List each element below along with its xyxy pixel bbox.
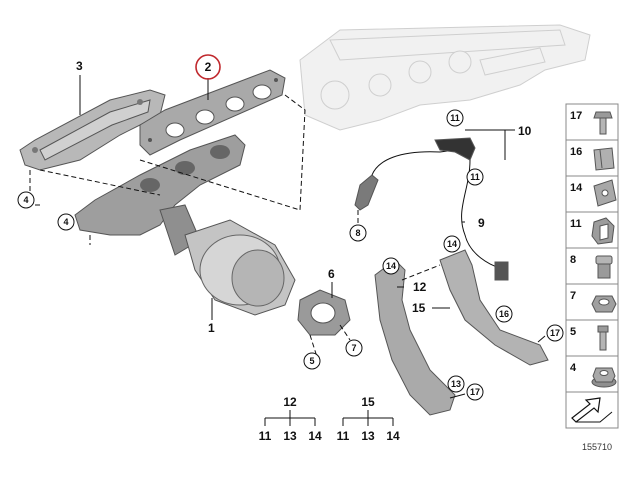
sidebar-item-17[interactable]: 17 [565, 103, 619, 141]
kit-child: 13 [361, 429, 375, 443]
kit-tree-15: 15 11 13 14 [337, 395, 400, 443]
circled-callout-11a: 11 [446, 109, 464, 127]
callout-6: 6 [328, 267, 335, 281]
leader-lines [79, 75, 546, 399]
svg-text:17: 17 [570, 110, 582, 122]
circled-callout-13: 13 [447, 375, 465, 393]
highlight-ring [195, 54, 221, 80]
kit-child: 14 [386, 429, 400, 443]
plug-icon [595, 255, 613, 279]
bracket-part [374, 249, 549, 416]
sidebar-item-arrow[interactable] [565, 391, 619, 429]
arrow-icon [571, 397, 613, 423]
svg-text:11: 11 [470, 172, 480, 182]
svg-text:16: 16 [570, 146, 582, 158]
callout-12: 12 [413, 280, 427, 294]
sidebar-item-14[interactable]: 14 [565, 175, 619, 213]
circled-callout-14a: 14 [443, 235, 461, 253]
svg-text:7: 7 [351, 343, 356, 353]
svg-text:16: 16 [499, 309, 509, 319]
spring-nut-icon [593, 179, 617, 207]
diagram-id: 155710 [582, 442, 612, 452]
svg-text:14: 14 [447, 239, 457, 249]
svg-text:14: 14 [570, 182, 583, 194]
exhaust-manifold-catalyst-part [74, 134, 296, 316]
kit-parent-15: 15 [361, 395, 375, 409]
svg-text:17: 17 [470, 387, 480, 397]
kit-tree-12: 12 11 13 14 [259, 395, 322, 443]
circled-callout-7: 7 [345, 339, 363, 357]
sidebar-item-8[interactable]: 8 [565, 247, 619, 285]
kit-child: 11 [259, 429, 272, 443]
svg-text:8: 8 [570, 254, 576, 266]
clip-icon [593, 147, 615, 171]
sidebar-item-4[interactable]: 4 [565, 355, 619, 393]
svg-text:17: 17 [550, 328, 560, 338]
callout-1: 1 [208, 321, 215, 335]
bolt-icon [593, 111, 613, 135]
heat-shield-part [19, 89, 166, 171]
svg-text:11: 11 [570, 218, 582, 230]
hex-nut-icon [591, 295, 617, 313]
kit-child: 13 [283, 429, 297, 443]
callout-10: 10 [518, 124, 532, 138]
svg-text:11: 11 [450, 113, 460, 123]
callout-2-highlight: 2 [195, 54, 221, 80]
kit-child: 11 [337, 429, 350, 443]
sidebar-item-11[interactable]: 11 [565, 211, 619, 249]
sidebar-item-5[interactable]: 5 [565, 319, 619, 357]
circled-callout-11b: 11 [466, 168, 484, 186]
callout-15: 15 [412, 301, 426, 315]
svg-text:5: 5 [570, 326, 576, 338]
manifold-gasket-part [139, 69, 286, 156]
stud-bolt-icon [597, 325, 609, 351]
callout-9: 9 [478, 216, 485, 230]
circled-callout-4b: 4 [57, 213, 75, 231]
callout-3: 3 [76, 59, 83, 73]
sidebar-item-16[interactable]: 16 [565, 139, 619, 177]
svg-text:14: 14 [386, 261, 396, 271]
circled-callout-14b: 14 [382, 257, 400, 275]
parts-sidebar: 17 16 14 11 [565, 103, 619, 429]
circled-callout-17a: 17 [546, 324, 564, 342]
circled-callout-17b: 17 [466, 383, 484, 401]
clamp-icon [591, 217, 615, 245]
flange-nut-icon [591, 367, 617, 388]
svg-text:4: 4 [570, 362, 577, 374]
kit-child: 14 [308, 429, 322, 443]
circled-callout-8: 8 [349, 224, 367, 242]
intake-manifold-ghost [299, 24, 591, 131]
callout-2: 2 [205, 60, 212, 74]
callout-labels: 3 1 6 9 10 12 15 [76, 59, 532, 335]
circled-callouts: 4 4 8 11 11 14 14 16 [17, 109, 564, 401]
circled-callout-5: 5 [303, 352, 321, 370]
reference-lines [29, 94, 441, 361]
svg-text:4: 4 [23, 195, 28, 205]
svg-text:5: 5 [309, 356, 314, 366]
oxygen-sensor-part [354, 137, 509, 281]
svg-text:4: 4 [63, 217, 68, 227]
flange-gasket-part [297, 289, 351, 336]
svg-text:8: 8 [355, 228, 360, 238]
circled-callout-16: 16 [495, 305, 513, 323]
sidebar-item-7[interactable]: 7 [565, 283, 619, 321]
svg-text:7: 7 [570, 290, 576, 302]
kit-parent-12: 12 [283, 395, 297, 409]
circled-callout-4a: 4 [17, 191, 35, 209]
svg-text:13: 13 [451, 379, 461, 389]
